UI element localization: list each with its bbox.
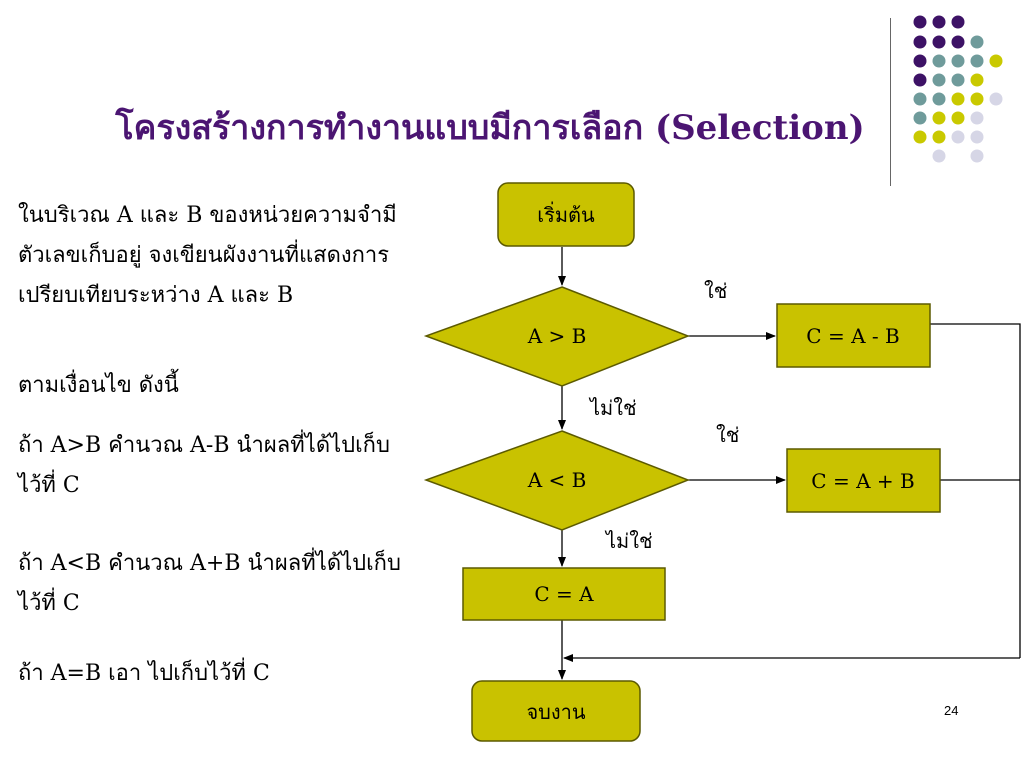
deco-dot xyxy=(989,54,1003,68)
deco-dot xyxy=(913,35,927,49)
yes-label-2: ใช่ xyxy=(716,423,739,447)
deco-dot xyxy=(932,35,946,49)
process3-label: C = A xyxy=(534,582,594,606)
deco-dot xyxy=(932,15,946,29)
end-terminal xyxy=(471,680,641,742)
process1-box xyxy=(776,303,931,368)
deco-dot xyxy=(951,130,965,144)
page-number: 24 xyxy=(944,703,959,718)
process2-box xyxy=(786,448,941,513)
no-label-1: ไม่ใช่ xyxy=(588,396,637,420)
deco-dot xyxy=(970,73,984,87)
paragraph-intro: ในบริเวณ A และ B ของหน่วยความจำมี ตัวเลข… xyxy=(18,203,397,308)
decorative-dot-grid xyxy=(913,15,1003,163)
deco-dot xyxy=(932,92,946,106)
yes-label-1: ใช่ xyxy=(704,279,727,303)
end-label: จบงาน xyxy=(526,700,585,724)
deco-dot xyxy=(951,35,965,49)
deco-dot xyxy=(970,149,984,163)
deco-dot xyxy=(951,92,965,106)
deco-dot xyxy=(951,15,965,29)
slide-title: โครงสร้างการทำงานแบบมีการเลือก (Selectio… xyxy=(115,108,865,148)
decision1-diamond xyxy=(423,286,691,387)
deco-dot xyxy=(970,130,984,144)
deco-dot xyxy=(913,130,927,144)
decision1-label: A > B xyxy=(527,324,587,348)
paragraph-case-equal: ถ้า A=B เอา ไปเก็บไว้ที่ C xyxy=(18,661,270,686)
process1-label: C = A - B xyxy=(806,324,899,348)
deco-dot xyxy=(913,111,927,125)
deco-dot xyxy=(913,54,927,68)
deco-dot xyxy=(951,111,965,125)
no-label-2: ไม่ใช่ xyxy=(604,529,653,553)
deco-dot xyxy=(970,111,984,125)
deco-dot xyxy=(951,73,965,87)
start-terminal xyxy=(497,182,635,247)
deco-dot xyxy=(989,92,1003,106)
deco-dot xyxy=(932,73,946,87)
deco-dot xyxy=(951,54,965,68)
deco-dot xyxy=(970,92,984,106)
paragraph-conditions: ตามเงื่อนไข ดังนี้ xyxy=(18,373,179,398)
deco-dot xyxy=(970,35,984,49)
decision2-diamond xyxy=(423,430,691,531)
deco-dot xyxy=(932,54,946,68)
deco-dot xyxy=(913,15,927,29)
deco-dot xyxy=(932,111,946,125)
paragraph-case-greater: ถ้า A>B คำนวณ A-B นำผลที่ได้ไปเก็บ ไว้ที… xyxy=(18,433,390,498)
process2-label: C = A + B xyxy=(811,469,914,493)
paragraph-case-less: ถ้า A<B คำนวณ A+B นำผลที่ได้ไปเก็บ ไว้ที… xyxy=(18,551,401,616)
start-label: เริ่มต้น xyxy=(537,201,595,227)
deco-dot xyxy=(970,54,984,68)
deco-dot xyxy=(913,92,927,106)
process3-box xyxy=(462,567,666,621)
decision2-label: A < B xyxy=(527,468,587,492)
deco-dot xyxy=(932,130,946,144)
title-divider-line xyxy=(890,18,891,186)
deco-dot xyxy=(913,73,927,87)
connector-process1-return xyxy=(930,323,1021,658)
deco-dot xyxy=(932,149,946,163)
